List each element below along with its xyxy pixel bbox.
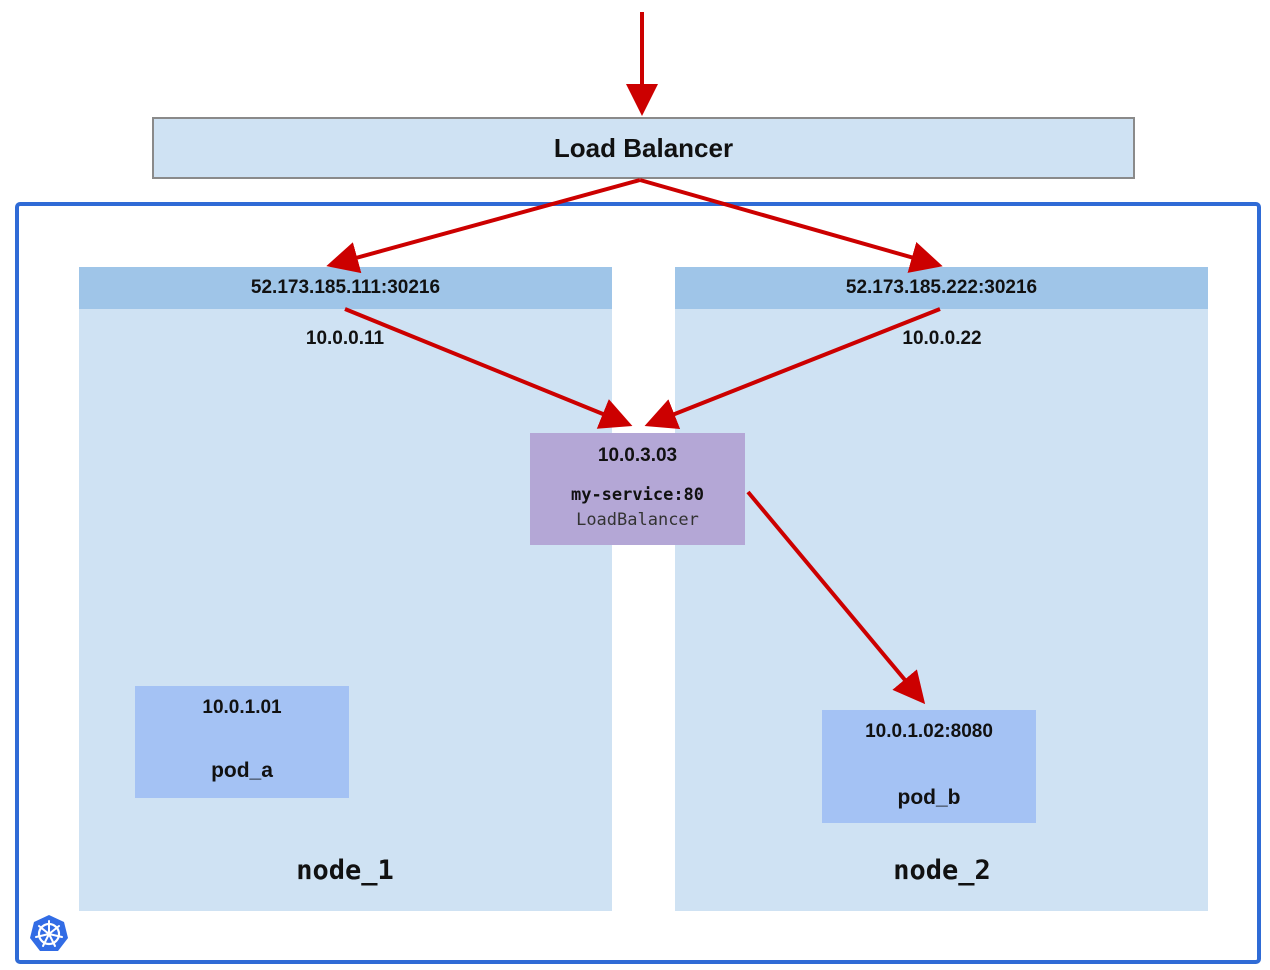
node-1-panel: [79, 267, 612, 911]
service-box: 10.0.3.03 my-service:80 LoadBalancer: [530, 433, 745, 545]
node-1-external-endpoint: 52.173.185.111:30216: [79, 267, 612, 309]
pod-a-box: 10.0.1.01 pod_a: [135, 686, 349, 798]
kubernetes-helm-icon: [30, 915, 68, 951]
pod-b-box: 10.0.1.02:8080 pod_b: [822, 710, 1036, 823]
node-1-internal-ip: 10.0.0.11: [305, 328, 385, 349]
pod-a-name: pod_a: [211, 759, 273, 782]
node-1-name: node_1: [296, 855, 394, 886]
service-ip: 10.0.3.03: [597, 445, 678, 466]
load-balancer-box: Load Balancer: [152, 117, 1135, 179]
service-name: my-service:80: [570, 485, 705, 505]
node-2-name: node_2: [893, 855, 991, 886]
pod-b-name: pod_b: [897, 786, 961, 809]
pod-a-ip: 10.0.1.01: [202, 697, 282, 718]
load-balancer-label: Load Balancer: [553, 132, 734, 163]
node-2-internal-ip: 10.0.0.22: [902, 328, 982, 349]
service-type: LoadBalancer: [576, 510, 699, 530]
pod-b-ip: 10.0.1.02:8080: [865, 721, 993, 742]
node-2-external-endpoint: 52.173.185.222:30216: [675, 267, 1208, 309]
